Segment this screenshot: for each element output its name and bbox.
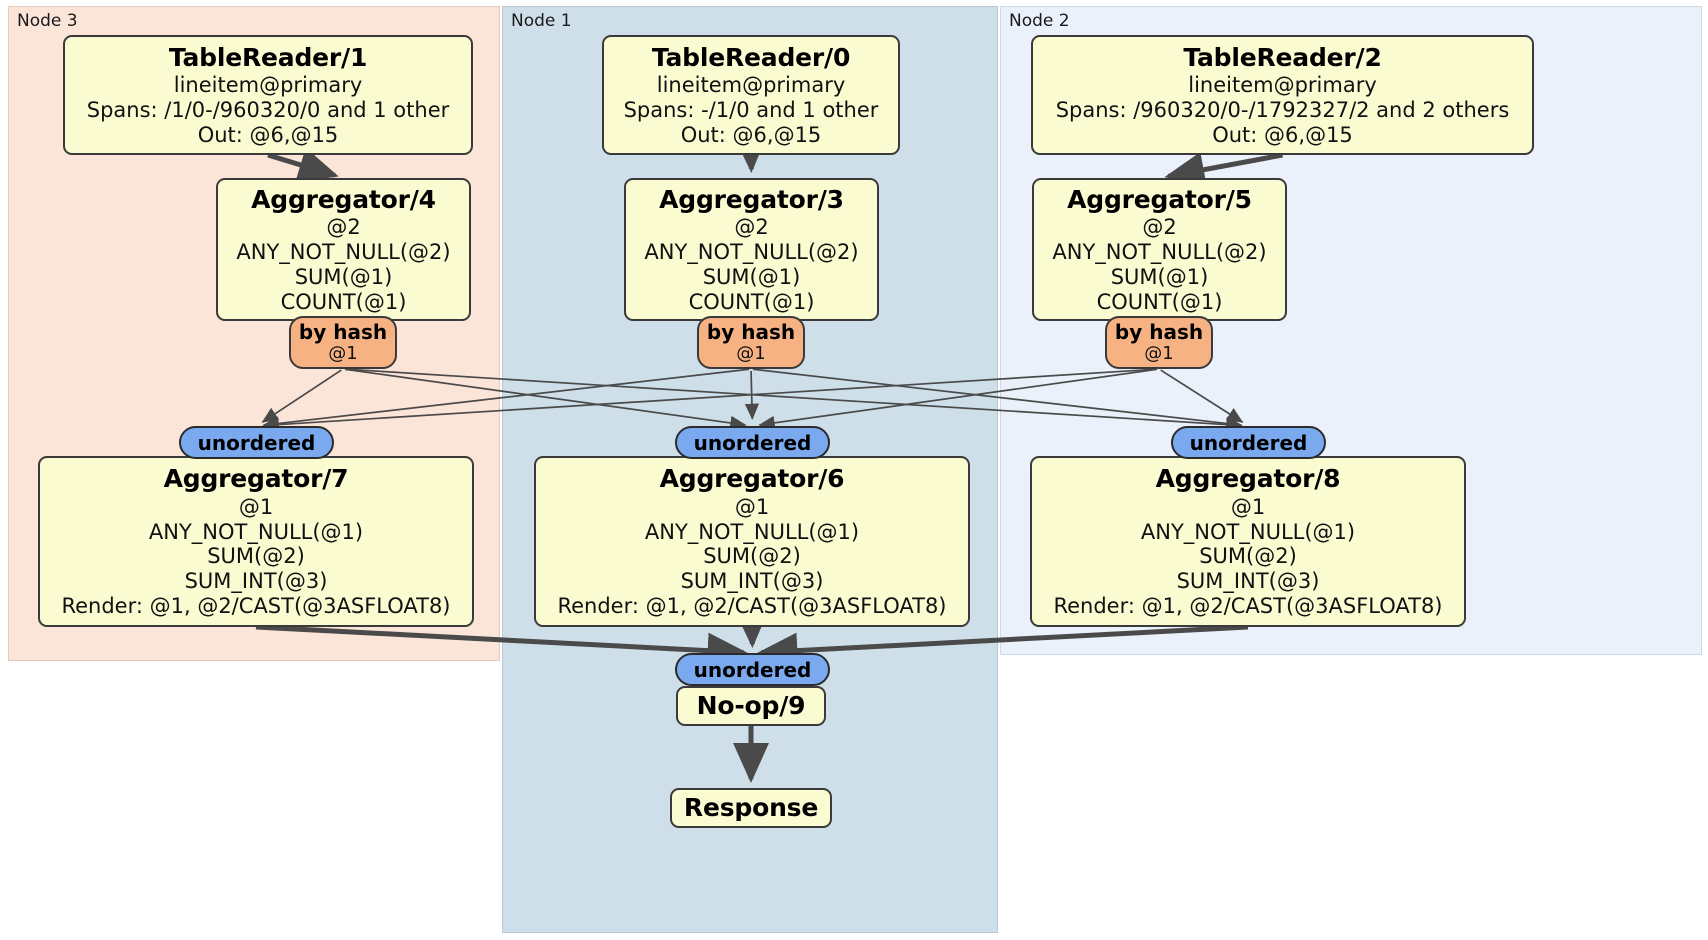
processor-title: TableReader/1 [168, 42, 368, 72]
processor-title: Aggregator/8 [1155, 464, 1341, 494]
processor-detail-line: @1 [734, 494, 770, 519]
processor-detail-line: Out: @6,@15 [197, 122, 339, 147]
processor-detail-line: Spans: /960320/0-/1792327/2 and 2 others [1055, 97, 1510, 122]
router-column-label: @1 [328, 342, 358, 364]
processor-detail-line: SUM(@2) [1199, 544, 1297, 569]
processor-title: Aggregator/4 [251, 184, 436, 214]
processor-title: Aggregator/6 [659, 464, 845, 494]
router-column-label: @1 [736, 342, 766, 364]
processor-detail-line: ANY_NOT_NULL(@1) [148, 519, 364, 544]
processor-detail-line: SUM(@1) [294, 264, 393, 289]
processor-title: Aggregator/7 [163, 464, 349, 494]
synchronizer-label: unordered [693, 430, 812, 455]
processor-detail-line: SUM_INT(@3) [184, 569, 328, 594]
synchronizer-unordered6[interactable]: unordered [675, 426, 830, 459]
router-type-label: by hash [706, 320, 796, 345]
processor-title: Aggregator/5 [1067, 184, 1252, 214]
processor-title: TableReader/2 [1183, 42, 1382, 72]
processor-detail-line: SUM(@2) [703, 544, 801, 569]
processor-detail-line: ANY_NOT_NULL(@1) [644, 519, 860, 544]
processor-detail-line: COUNT(@1) [1096, 289, 1223, 314]
processor-detail-line: @2 [326, 215, 361, 240]
processor-detail-line: SUM(@1) [1110, 264, 1209, 289]
processor-noop9[interactable]: No-op/9 [676, 686, 826, 726]
processor-detail-line: SUM_INT(@3) [1176, 569, 1320, 594]
processor-detail-line: lineitem@primary [1188, 73, 1377, 98]
processor-detail-line: Out: @6,@15 [1212, 122, 1353, 147]
synchronizer-label: unordered [197, 430, 316, 455]
router-type-label: by hash [298, 320, 388, 345]
router-byhash3[interactable]: by hash@1 [697, 316, 805, 369]
processor-detail-line: Out: @6,@15 [680, 122, 822, 147]
processor-detail-line: ANY_NOT_NULL(@2) [236, 239, 451, 264]
processor-detail-line: SUM(@2) [207, 544, 305, 569]
processor-detail-line: Render: @1, @2/CAST(@3ASFLOAT8) [557, 593, 947, 618]
processor-detail-line: @2 [734, 215, 769, 240]
processor-detail-line: Render: @1, @2/CAST(@3ASFLOAT8) [1053, 593, 1443, 618]
synchronizer-label: unordered [693, 657, 812, 682]
synchronizer-label: unordered [1189, 430, 1308, 455]
processor-detail-line: lineitem@primary [656, 73, 846, 98]
synchronizer-unordered8[interactable]: unordered [1171, 426, 1326, 459]
processor-detail-line: @2 [1142, 215, 1177, 240]
node-panel-label-node1: Node 1 [511, 11, 572, 31]
router-byhash4[interactable]: by hash@1 [289, 316, 397, 369]
processor-detail-line: Spans: /1/0-/960320/0 and 1 other [86, 97, 450, 122]
processor-detail-line: lineitem@primary [173, 73, 363, 98]
router-type-label: by hash [1114, 320, 1204, 345]
processor-detail-line: ANY_NOT_NULL(@1) [1140, 519, 1356, 544]
processor-detail-line: COUNT(@1) [280, 289, 407, 314]
processor-response[interactable]: Response [670, 788, 832, 828]
processor-detail-line: @1 [238, 494, 274, 519]
node-panel-label-node2: Node 2 [1009, 11, 1070, 31]
processor-title: Response [683, 793, 819, 823]
processor-title: Aggregator/3 [659, 184, 844, 214]
processor-detail-line: SUM(@1) [702, 264, 801, 289]
processor-detail-line: SUM_INT(@3) [680, 569, 824, 594]
processor-detail-line: ANY_NOT_NULL(@2) [644, 239, 859, 264]
router-column-label: @1 [1144, 342, 1174, 364]
processor-detail-line: COUNT(@1) [688, 289, 815, 314]
processor-detail-line: Spans: -/1/0 and 1 other [623, 97, 879, 122]
processor-title: TableReader/0 [651, 42, 851, 72]
synchronizer-unordered7[interactable]: unordered [179, 426, 334, 459]
processor-detail-line: @1 [1230, 494, 1266, 519]
node-panel-label-node3: Node 3 [17, 11, 78, 31]
processor-title: No-op/9 [696, 691, 806, 721]
processor-detail-line: Render: @1, @2/CAST(@3ASFLOAT8) [61, 593, 451, 618]
synchronizer-unordered9[interactable]: unordered [675, 653, 830, 686]
router-byhash5[interactable]: by hash@1 [1105, 316, 1213, 369]
processor-detail-line: ANY_NOT_NULL(@2) [1052, 239, 1267, 264]
